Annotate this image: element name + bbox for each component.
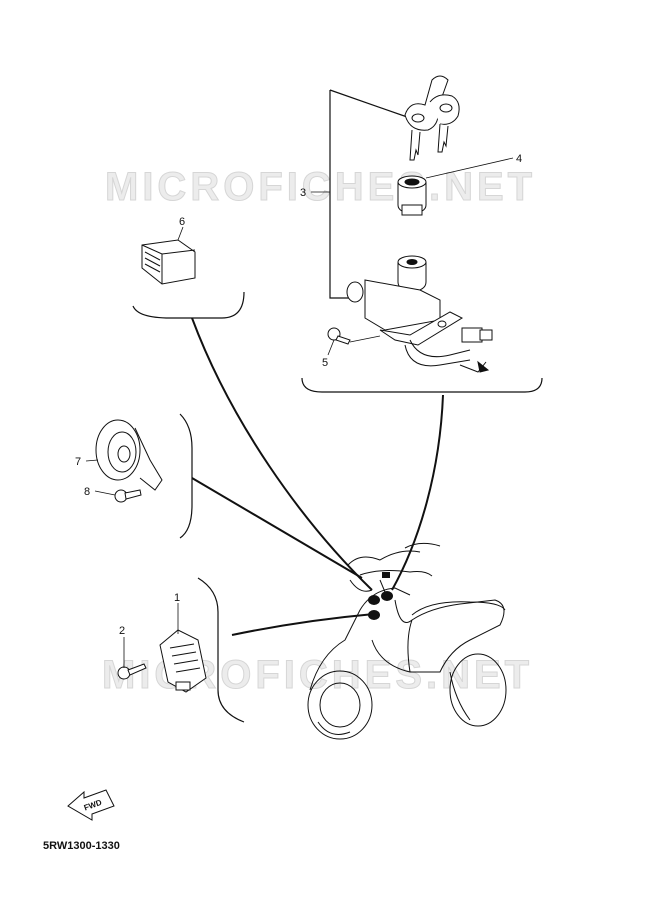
main-switch-part xyxy=(346,255,493,373)
callout-4: 4 xyxy=(516,153,522,165)
wiring-lines xyxy=(191,317,444,636)
line-rectifier xyxy=(231,613,375,636)
bolt-8 xyxy=(114,489,142,503)
fwd-arrow-icon: FWD xyxy=(67,789,115,821)
callout-8: 8 xyxy=(84,486,90,498)
callout-2: 2 xyxy=(119,625,125,637)
callout-3: 3 xyxy=(300,187,306,199)
line-main-switch xyxy=(391,394,444,591)
screw-5 xyxy=(327,327,351,345)
rectifier-part xyxy=(159,629,207,693)
bracket-key-set xyxy=(329,90,355,299)
line-horn xyxy=(191,477,363,579)
scooter-component-marks xyxy=(368,572,393,620)
bracket-relay xyxy=(132,291,245,319)
bracket-horn xyxy=(179,413,193,539)
relay-part xyxy=(141,239,196,285)
group-brackets xyxy=(132,89,543,723)
callout-6: 6 xyxy=(179,216,185,228)
callout-7: 7 xyxy=(75,456,81,468)
watermark-top: MICROFICHES.NET xyxy=(105,165,536,209)
screw-2 xyxy=(117,663,147,680)
keys-part xyxy=(404,75,460,161)
callout-5: 5 xyxy=(322,357,328,369)
cap-part xyxy=(397,175,427,216)
diagram-code: 5RW1300-1330 xyxy=(43,840,120,852)
scooter-outline xyxy=(307,542,507,740)
bracket-rectifier xyxy=(197,577,245,723)
bracket-main-switch xyxy=(301,377,543,393)
leader-lines xyxy=(85,157,514,668)
callout-1: 1 xyxy=(174,592,180,604)
bracket-key-set-top xyxy=(329,89,411,119)
line-relay xyxy=(191,317,373,591)
horn-part xyxy=(95,419,163,491)
